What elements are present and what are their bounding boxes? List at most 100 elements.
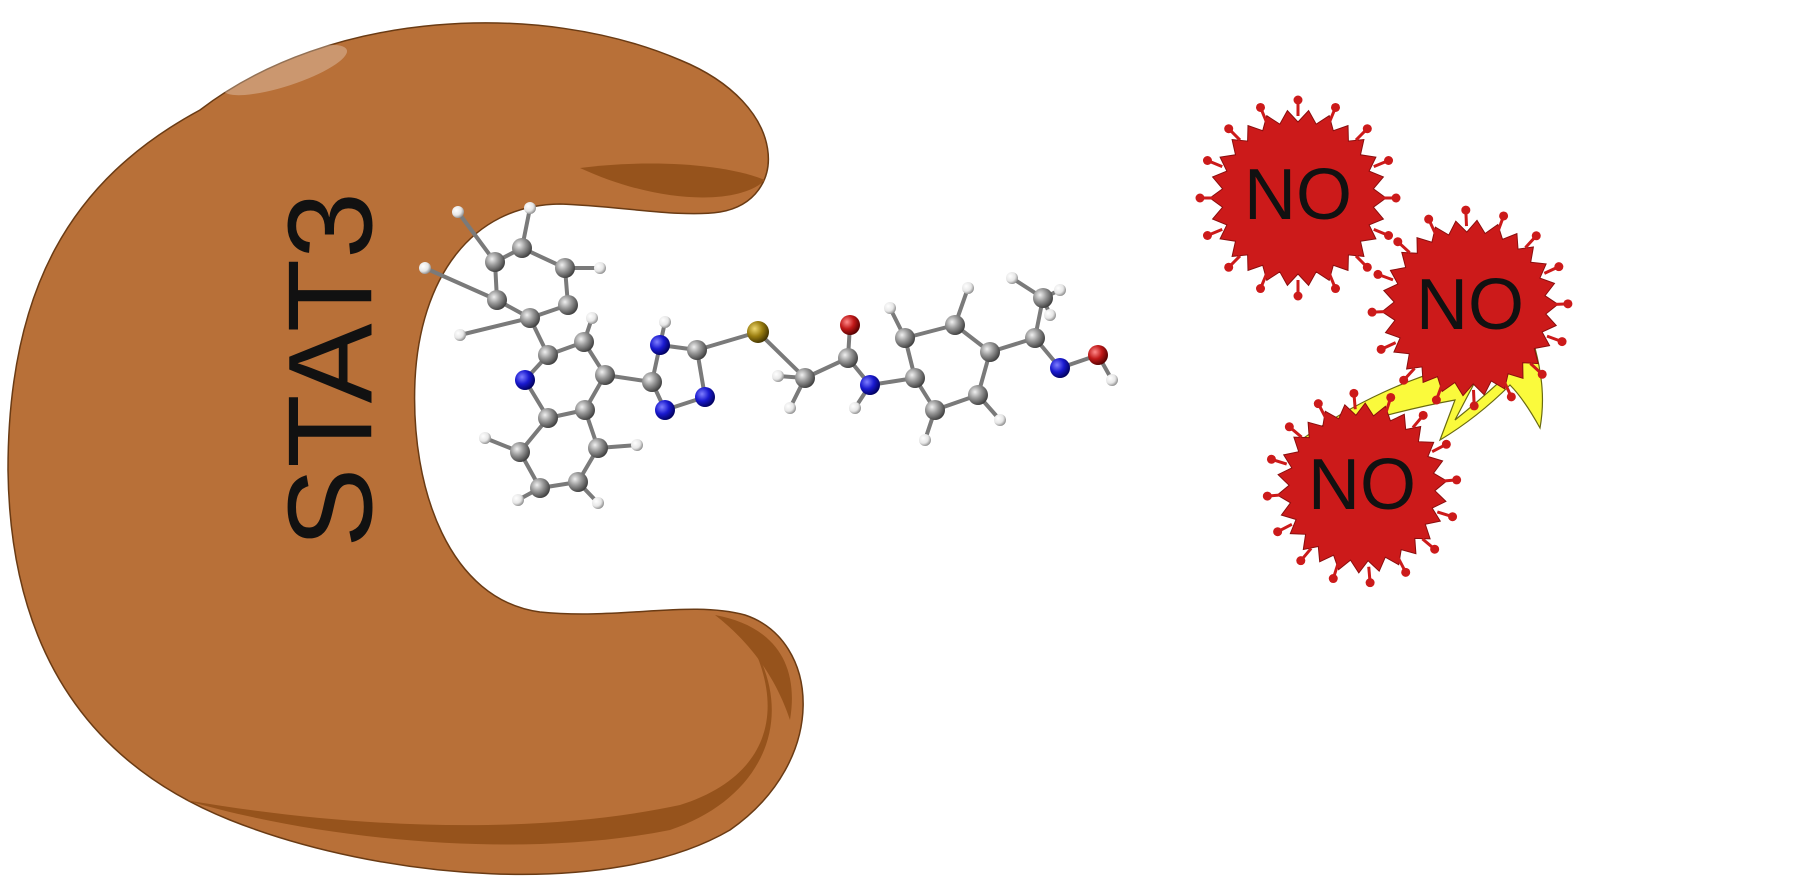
no-particle-knob bbox=[1384, 155, 1394, 165]
bond bbox=[456, 210, 497, 264]
no-particle-knob bbox=[1506, 392, 1516, 402]
carbon-atom bbox=[925, 400, 945, 420]
no-particle-knob bbox=[1557, 337, 1567, 347]
hydrogen-atom bbox=[1044, 309, 1056, 321]
hydrogen-atom bbox=[512, 494, 524, 506]
no-particle-knob bbox=[1284, 422, 1294, 432]
no-particle-knob bbox=[1430, 544, 1440, 554]
carbon-atom bbox=[945, 315, 965, 335]
no-particle: NO bbox=[1367, 205, 1573, 411]
carbon-atom bbox=[1033, 288, 1053, 308]
molecule-atoms bbox=[419, 202, 1118, 509]
no-particle-knob bbox=[1266, 454, 1276, 464]
carbon-atom bbox=[558, 295, 578, 315]
no-particle-knob bbox=[1424, 214, 1434, 224]
hydrogen-atom bbox=[884, 302, 896, 314]
no-particle-knob bbox=[1554, 262, 1564, 272]
carbon-atom bbox=[538, 345, 558, 365]
sulfur-atom bbox=[747, 321, 769, 343]
hydrogen-atom bbox=[524, 202, 536, 214]
no-particle-knob bbox=[1262, 491, 1272, 501]
hydrogen-atom bbox=[454, 329, 466, 341]
oxygen-atom bbox=[1088, 345, 1108, 365]
no-particle-knob bbox=[1293, 95, 1303, 105]
carbon-atom bbox=[487, 290, 507, 310]
no-particle-knob bbox=[1313, 399, 1323, 409]
no-label: NO bbox=[1244, 155, 1352, 235]
no-particle-knob bbox=[1328, 574, 1338, 584]
no-particle-knob bbox=[1537, 369, 1547, 379]
hydrogen-atom bbox=[849, 402, 861, 414]
no-particle-knob bbox=[1386, 392, 1396, 402]
bond bbox=[458, 316, 532, 337]
nitrogen-atom bbox=[650, 335, 670, 355]
carbon-atom bbox=[588, 438, 608, 458]
no-label: NO bbox=[1308, 445, 1416, 525]
hydrogen-atom bbox=[452, 206, 464, 218]
no-particle-knob bbox=[1367, 307, 1377, 317]
carbon-atom bbox=[687, 340, 707, 360]
carbon-atom bbox=[642, 372, 662, 392]
no-particle-knob bbox=[1393, 237, 1403, 247]
oxygen-atom bbox=[840, 315, 860, 335]
hydrogen-atom bbox=[772, 370, 784, 382]
no-particle-knob bbox=[1499, 211, 1509, 221]
hydrogen-atom bbox=[1106, 374, 1118, 386]
no-particle-knob bbox=[1391, 193, 1401, 203]
stat3-shade-bottom-lip bbox=[715, 615, 792, 720]
no-particle-knob bbox=[1401, 567, 1411, 577]
no-particle-knob bbox=[1418, 410, 1428, 420]
hydrogen-atom bbox=[419, 262, 431, 274]
carbon-atom bbox=[510, 442, 530, 462]
no-particle-knob bbox=[1293, 291, 1303, 301]
carbon-atom bbox=[555, 258, 575, 278]
no-particle-knob bbox=[1376, 344, 1386, 354]
no-particle: NO bbox=[1262, 388, 1462, 588]
carbon-atom bbox=[568, 472, 588, 492]
hydrogen-atom bbox=[479, 432, 491, 444]
no-particle-knob bbox=[1469, 401, 1479, 411]
carbon-atom bbox=[905, 368, 925, 388]
no-particle-knob bbox=[1255, 284, 1265, 294]
carbon-atom bbox=[538, 408, 558, 428]
nitrogen-atom bbox=[515, 370, 535, 390]
no-particle-knob bbox=[1461, 205, 1471, 215]
no-particle-knob bbox=[1331, 102, 1341, 112]
carbon-atom bbox=[530, 478, 550, 498]
no-particle-body bbox=[1276, 402, 1448, 574]
no-particle-knob bbox=[1349, 388, 1359, 398]
no-particle-knob bbox=[1331, 284, 1341, 294]
no-particles: NO NO NO bbox=[1195, 95, 1573, 588]
no-particle-knob bbox=[1531, 231, 1541, 241]
no-particle-knob bbox=[1202, 155, 1212, 165]
no-particle-body bbox=[1381, 219, 1559, 397]
carbon-atom bbox=[595, 365, 615, 385]
carbon-atom bbox=[795, 368, 815, 388]
no-particle-knob bbox=[1224, 124, 1234, 134]
hydrogen-atom bbox=[594, 262, 606, 274]
hydrogen-atom bbox=[962, 282, 974, 294]
nitrogen-atom bbox=[1050, 358, 1070, 378]
carbon-atom bbox=[485, 252, 505, 272]
stat3-label: STAT3 bbox=[264, 192, 398, 548]
hydrogen-atom bbox=[784, 402, 796, 414]
no-particle-knob bbox=[1452, 475, 1462, 485]
no-particle-knob bbox=[1273, 527, 1283, 537]
hydrogen-atom bbox=[919, 434, 931, 446]
nitrogen-atom bbox=[655, 400, 675, 420]
no-label: NO bbox=[1416, 265, 1524, 345]
no-particle-knob bbox=[1202, 231, 1212, 241]
no-particle: NO bbox=[1195, 95, 1401, 301]
carbon-atom bbox=[1025, 328, 1045, 348]
hydrogen-atom bbox=[659, 316, 671, 328]
hydrogen-atom bbox=[592, 497, 604, 509]
stat3-protein-body bbox=[7, 22, 804, 876]
no-particle-knob bbox=[1373, 269, 1383, 279]
no-particle-knob bbox=[1255, 102, 1265, 112]
nitrogen-atom bbox=[695, 387, 715, 407]
carbon-atom bbox=[980, 342, 1000, 362]
carbon-atom bbox=[575, 400, 595, 420]
no-particle-knob bbox=[1384, 231, 1394, 241]
